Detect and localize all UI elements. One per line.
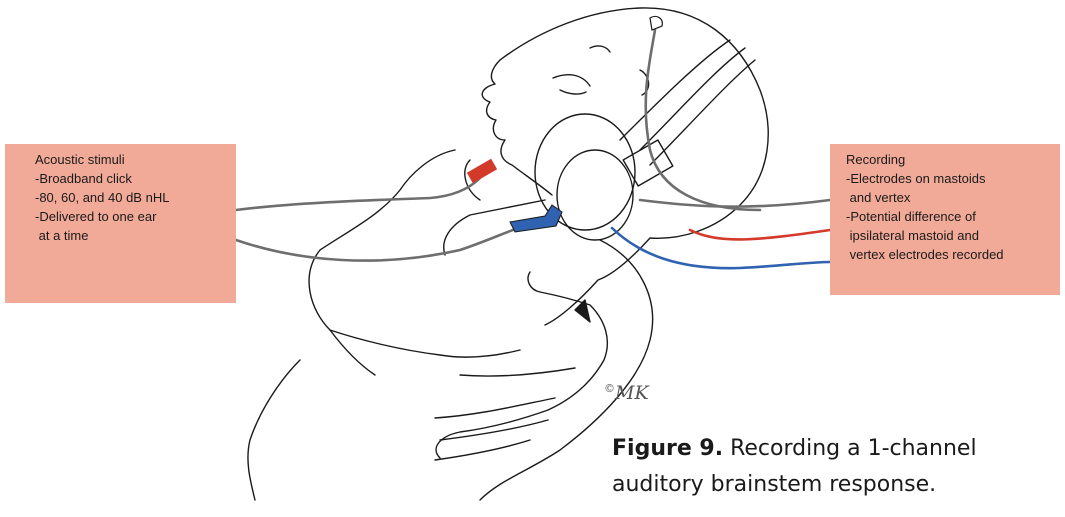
copyright-symbol: © <box>604 382 615 395</box>
headphone-band <box>620 40 755 165</box>
recording-line-3: -Potential difference of <box>846 207 1060 226</box>
recording-line-5: vertex electrodes recorded <box>846 245 1060 264</box>
grey-lead-left-upper <box>236 178 480 210</box>
caption-label: Figure 9. <box>612 436 723 461</box>
stimulus-line-1: -Broadband click <box>35 169 236 188</box>
stimulus-title: Acoustic stimuli <box>35 150 236 169</box>
recording-box: Recording -Electrodes on mastoids and ve… <box>830 144 1060 295</box>
headphone-earcup-inner <box>557 150 633 240</box>
grey-lead-right-upper <box>640 200 830 207</box>
recording-line-4: ipsilateral mastoid and <box>846 226 1060 245</box>
eye-2 <box>590 46 610 52</box>
blue-electrode <box>510 205 562 232</box>
head-outline <box>500 8 768 325</box>
caption-text-2: auditory brainstem response. <box>612 472 936 497</box>
hand <box>436 272 607 458</box>
artist-initials: MK <box>615 382 649 404</box>
recording-title: Recording <box>846 150 1060 169</box>
grey-lead-left-lower <box>236 226 525 261</box>
body <box>248 360 300 500</box>
red-electrode <box>467 159 497 183</box>
acoustic-stimuli-box: Acoustic stimuli -Broadband click -80, 6… <box>5 144 236 303</box>
artist-signature: ©MK <box>604 382 649 404</box>
hand-fingers <box>435 368 575 460</box>
wrist-mark <box>575 300 590 322</box>
stimulus-line-2: -80, 60, and 40 dB nHL <box>35 188 236 207</box>
red-lead-right <box>690 230 830 239</box>
eye <box>553 75 590 94</box>
shoulder <box>309 150 455 375</box>
vertex-electrode <box>650 16 662 30</box>
stimulus-line-4: at a time <box>35 226 236 245</box>
figure-caption: Figure 9. Recording a 1-channel auditory… <box>612 431 1052 503</box>
face-profile <box>482 60 552 195</box>
recording-line-1: -Electrodes on mastoids <box>846 169 1060 188</box>
caption-text-1: Recording a 1-channel <box>723 436 976 461</box>
arm <box>330 330 520 357</box>
recording-line-2: and vertex <box>846 188 1060 207</box>
stimulus-line-3: -Delivered to one ear <box>35 207 236 226</box>
